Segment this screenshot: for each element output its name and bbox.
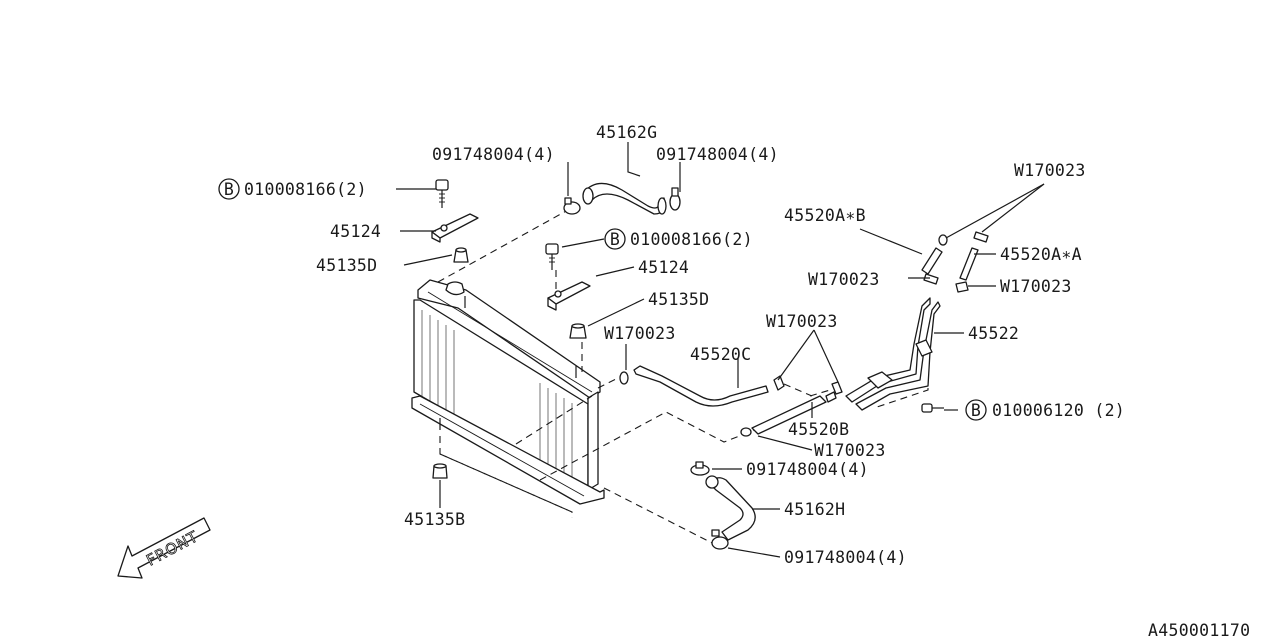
bolt-marker-top-left: B <box>218 178 240 200</box>
clamp-lower-top <box>690 461 710 476</box>
label-45162g: 45162G <box>596 123 657 142</box>
cushion-right-45135d <box>569 323 587 339</box>
label-w-right-of-pipe: W170023 <box>1000 277 1072 296</box>
label-bolt-lower-right: 010006120 (2) <box>992 401 1125 420</box>
hose-45520ab <box>921 234 948 285</box>
label-clamp-top-right: 091748004(4) <box>656 145 779 164</box>
label-45520b: 45520B <box>788 420 849 439</box>
bolt-marker-mid: B <box>604 228 626 250</box>
label-w-top-right: W170023 <box>1014 161 1086 180</box>
svg-text:B: B <box>610 230 620 249</box>
label-cushion-right: 45135D <box>648 290 709 309</box>
svg-text:B: B <box>971 401 981 420</box>
clip-center-left <box>773 375 785 391</box>
hose-45520c <box>619 365 769 407</box>
cushion-bottom-45135b <box>432 463 448 479</box>
label-45520c: 45520C <box>690 345 751 364</box>
label-bracket-left: 45124 <box>330 222 381 241</box>
front-direction-arrow: FRONT <box>117 517 211 579</box>
bracket-right-45124 <box>547 281 591 311</box>
clamp-top-right <box>669 187 681 211</box>
label-clamp-top-left: 091748004(4) <box>432 145 555 164</box>
bolt-marker-lower-right: B <box>965 399 987 421</box>
clamp-top-left <box>563 197 581 215</box>
label-clamp-lower-top: 091748004(4) <box>746 460 869 479</box>
dashed-reference-lines <box>437 209 929 546</box>
label-45135b: 45135B <box>404 510 465 529</box>
label-45522: 45522 <box>968 324 1019 343</box>
bolt-top-left <box>435 179 449 208</box>
pipe-45522 <box>845 297 941 411</box>
clip-center-right <box>831 381 843 395</box>
radiator-45111 <box>411 279 605 505</box>
label-45162h: 45162H <box>784 500 845 519</box>
label-45520aa: 45520A∗A <box>1000 245 1082 264</box>
label-bolt-mid: 010008166(2) <box>630 230 753 249</box>
upper-radiator-hose-45162g <box>582 182 667 215</box>
leader-lines <box>396 142 1045 558</box>
label-w-center-right: W170023 <box>766 312 838 331</box>
bracket-left-45124 <box>431 213 479 243</box>
label-bolt-top-left: 010008166(2) <box>244 180 367 199</box>
hose-45520aa <box>955 231 989 293</box>
hose-45520b <box>740 391 837 437</box>
label-cushion-left: 45135D <box>316 256 377 275</box>
svg-text:B: B <box>224 180 234 199</box>
lower-radiator-hose-45162h <box>705 475 756 541</box>
part-labels: 45162G 091748004(4) 091748004(4) 0100081… <box>244 123 1125 567</box>
bolt-lower-right <box>921 403 944 413</box>
label-w-left-of-pipe: W170023 <box>808 270 880 289</box>
bolt-mid <box>545 243 559 270</box>
label-w-center-left: W170023 <box>604 324 676 343</box>
label-clamp-lower-bottom: 091748004(4) <box>784 548 907 567</box>
cushion-left-45135d <box>453 247 469 263</box>
diagram-code: A450001170 <box>1148 621 1250 640</box>
clamp-lower-bottom <box>711 529 729 550</box>
front-label: FRONT <box>143 527 201 569</box>
label-45520ab: 45520A∗B <box>784 206 866 225</box>
label-bracket-right: 45124 <box>638 258 689 277</box>
label-w-lower: W170023 <box>814 441 886 460</box>
